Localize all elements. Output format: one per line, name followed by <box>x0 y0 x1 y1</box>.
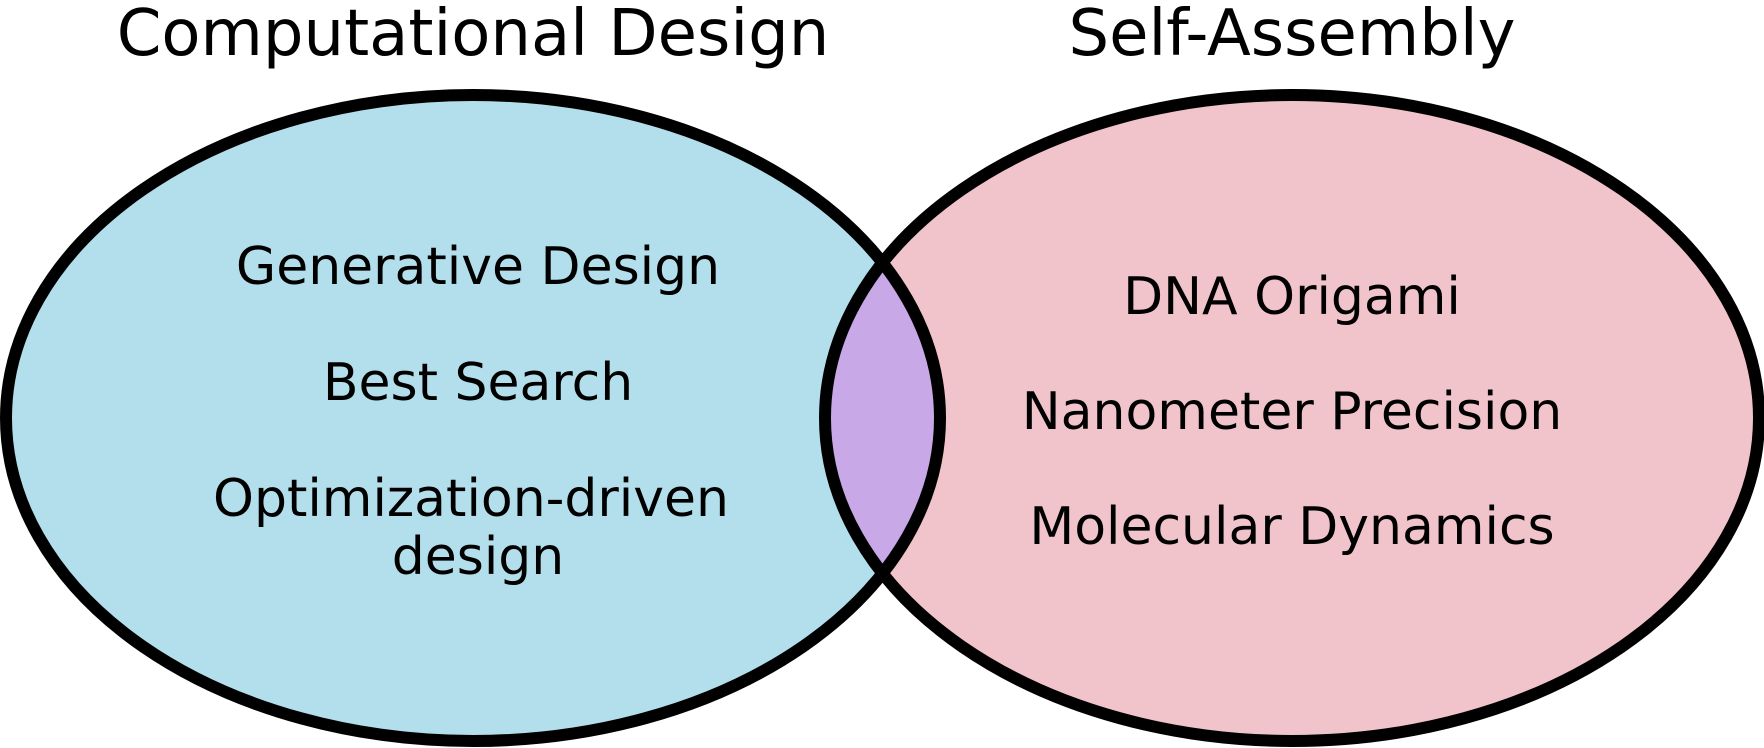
left-set-circle <box>6 95 940 741</box>
right-set-circle <box>825 95 1759 741</box>
left-item-optimization-line2: design <box>391 527 565 587</box>
right-set-title: Self-Assembly <box>1068 0 1516 71</box>
left-set-outline <box>0 89 946 747</box>
left-item-optimization-line1: Optimization-driven <box>213 469 729 529</box>
left-set-title: Computational Design <box>116 0 830 71</box>
left-item-generative-design: Generative Design <box>235 237 721 297</box>
right-item-molecular-dynamics: Molecular Dynamics <box>1029 497 1555 557</box>
right-item-dna-origami: DNA Origami <box>1123 267 1461 327</box>
right-item-nanometer-precision: Nanometer Precision <box>1021 382 1563 442</box>
left-item-best-search: Best Search <box>322 353 634 413</box>
right-set-outline <box>819 89 1764 747</box>
